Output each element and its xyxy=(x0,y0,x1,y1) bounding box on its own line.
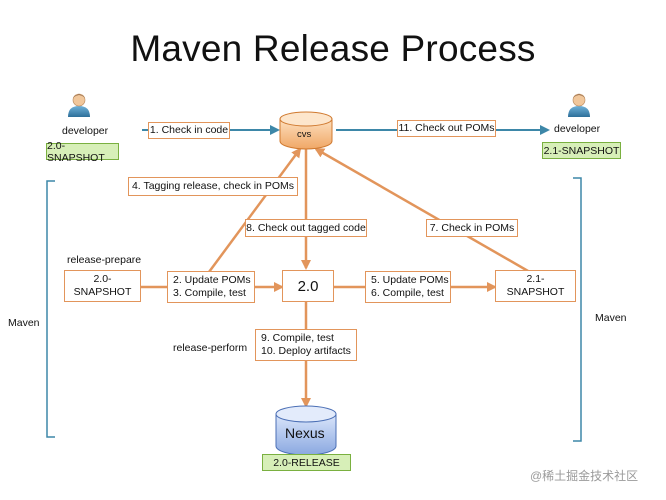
developer-right-icon xyxy=(568,93,590,117)
right-bracket xyxy=(573,177,582,442)
watermark: @稀土掘金技术社区 xyxy=(530,469,639,483)
steps-5-6-box: 5. Update POMs 6. Compile, test xyxy=(365,271,451,303)
left-bracket xyxy=(46,180,55,438)
step-2-label: 2. Update POMs xyxy=(173,274,251,286)
step-4-label: 4. Tagging release, check in POMs xyxy=(128,177,298,196)
release-version-box: 2.0 xyxy=(282,270,334,302)
arrow-tagging-release xyxy=(207,147,302,273)
developer-left-version: 2.0-SNAPSHOT xyxy=(46,140,119,164)
developer-left-label: developer xyxy=(62,125,109,137)
prepare-snapshot-box: 2.0- SNAPSHOT xyxy=(64,270,141,302)
next-snapshot-line2: SNAPSHOT xyxy=(506,286,565,298)
release-perform-label: release-perform xyxy=(173,342,248,354)
step-9-label: 9. Compile, test xyxy=(261,332,334,344)
prepare-snapshot-line1: 2.0- xyxy=(93,273,112,285)
maven-right-label: Maven xyxy=(595,312,627,324)
step-5-label: 5. Update POMs xyxy=(371,274,449,286)
cvs-label: cvs xyxy=(297,129,312,140)
next-snapshot-line1: 2.1- xyxy=(526,273,545,285)
step-6-label: 6. Compile, test xyxy=(371,287,444,299)
step-1-label: 1. Check in code xyxy=(148,122,230,139)
step-7-label: 7. Check in POMs xyxy=(426,219,518,237)
step-10-label: 10. Deploy artifacts xyxy=(261,345,351,357)
step-8-label: 8. Check out tagged code xyxy=(245,219,367,237)
step-11-label: 11. Check out POMs xyxy=(397,120,496,137)
release-prepare-label: release-prepare xyxy=(67,254,142,266)
nexus-label: Nexus xyxy=(285,425,325,441)
developer-right-version: 2.1-SNAPSHOT xyxy=(542,142,621,159)
maven-left-label: Maven xyxy=(8,317,40,329)
page-title: Maven Release Process xyxy=(130,28,536,69)
next-snapshot-box: 2.1- SNAPSHOT xyxy=(495,270,576,302)
arrow-check-in-poms xyxy=(314,147,529,273)
prepare-snapshot-line2: SNAPSHOT xyxy=(73,286,132,298)
step-3-label: 3. Compile, test xyxy=(173,287,246,299)
cvs-cylinder xyxy=(279,111,333,150)
steps-9-10-box: 9. Compile, test 10. Deploy artifacts xyxy=(255,329,357,361)
developer-left-icon xyxy=(68,93,90,117)
developer-right-label: developer xyxy=(554,123,601,135)
nexus-cylinder xyxy=(275,405,337,456)
nexus-version: 2.0-RELEASE xyxy=(262,454,351,471)
steps-2-3-box: 2. Update POMs 3. Compile, test xyxy=(167,271,255,303)
